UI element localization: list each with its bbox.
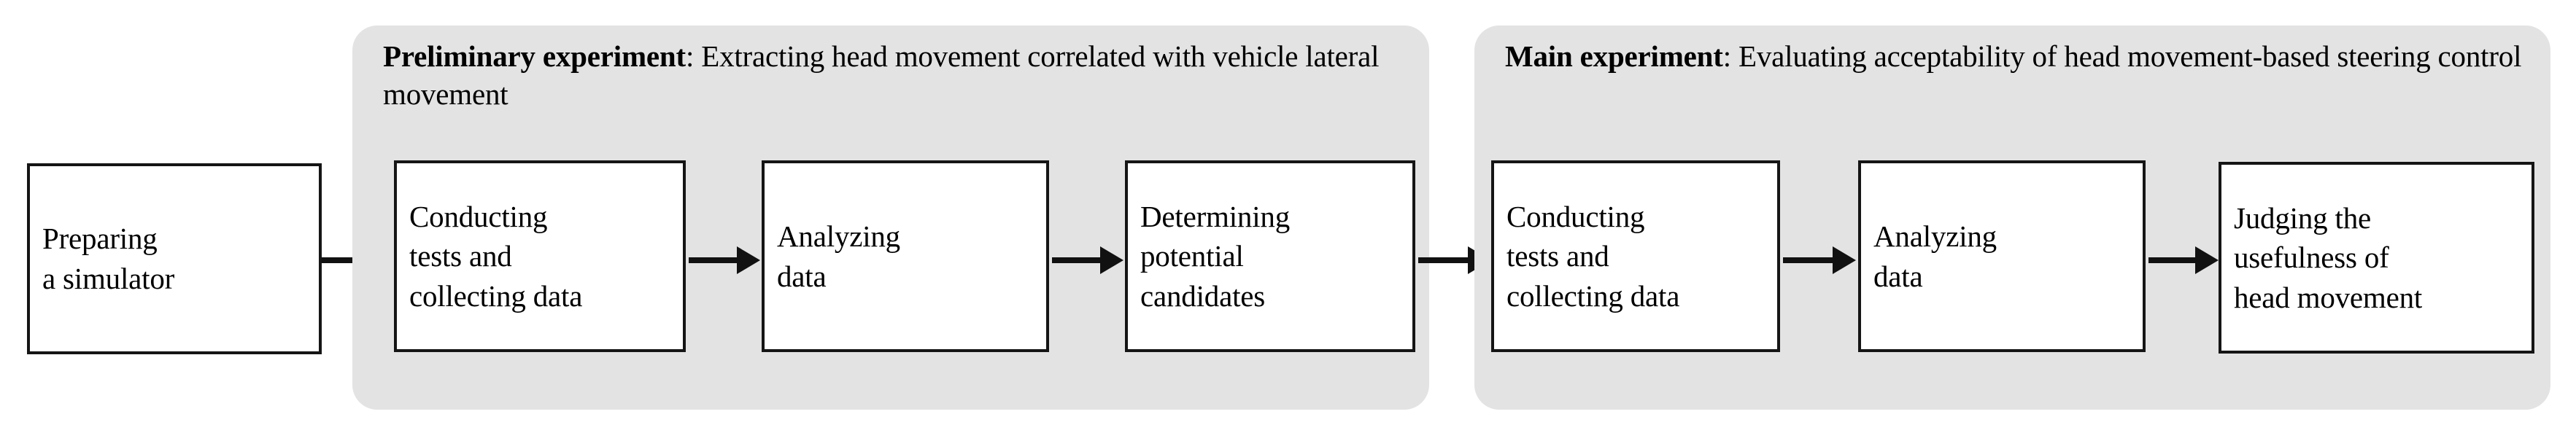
node-main-conducting: Conducting tests and collecting data — [1491, 160, 1780, 352]
node-prelim-analyzing: Analyzing data — [762, 160, 1049, 352]
panel-main-experiment-title-strong: Main experiment — [1505, 39, 1723, 73]
node-main-conducting-label: Conducting tests and collecting data — [1506, 199, 1680, 313]
node-main-judging-label: Judging the usefulness of head movement — [2234, 200, 2423, 314]
panel-preliminary-experiment-title-rest: : Extracting head movement correlated wi… — [383, 39, 1380, 112]
panel-preliminary-experiment-title: Preliminary experiment: Extracting head … — [383, 37, 1409, 113]
node-preparing-simulator-label: Preparing a simulator — [42, 222, 175, 295]
node-main-judging: Judging the usefulness of head movement — [2219, 162, 2534, 354]
node-prelim-determining: Determining potential candidates — [1125, 160, 1415, 352]
node-prelim-conducting-label: Conducting tests and collecting data — [409, 199, 583, 313]
panel-main-experiment-title: Main experiment: Evaluating acceptabilit… — [1505, 37, 2530, 75]
arrow-prepare-to-prelim-conducting — [322, 257, 371, 263]
arrow-prelim-analyzing-to-determining — [1052, 257, 1102, 263]
panel-preliminary-experiment-title-strong: Preliminary experiment — [383, 39, 686, 73]
arrow-main-analyzing-to-judging — [2148, 257, 2197, 263]
arrow-prelim-to-main — [1418, 257, 1469, 263]
arrow-prelim-conducting-to-analyzing — [689, 257, 738, 263]
node-main-analyzing: Analyzing data — [1858, 160, 2146, 352]
node-prelim-analyzing-label: Analyzing data — [777, 219, 900, 293]
node-main-analyzing-label: Analyzing data — [1873, 219, 1997, 293]
panel-main-experiment-title-rest: : Evaluating acceptability of head movem… — [1722, 39, 2522, 73]
node-prelim-conducting: Conducting tests and collecting data — [394, 160, 686, 352]
node-prelim-determining-label: Determining potential candidates — [1140, 199, 1291, 313]
node-preparing-simulator: Preparing a simulator — [27, 163, 322, 354]
arrow-main-conducting-to-analyzing — [1783, 257, 1834, 263]
